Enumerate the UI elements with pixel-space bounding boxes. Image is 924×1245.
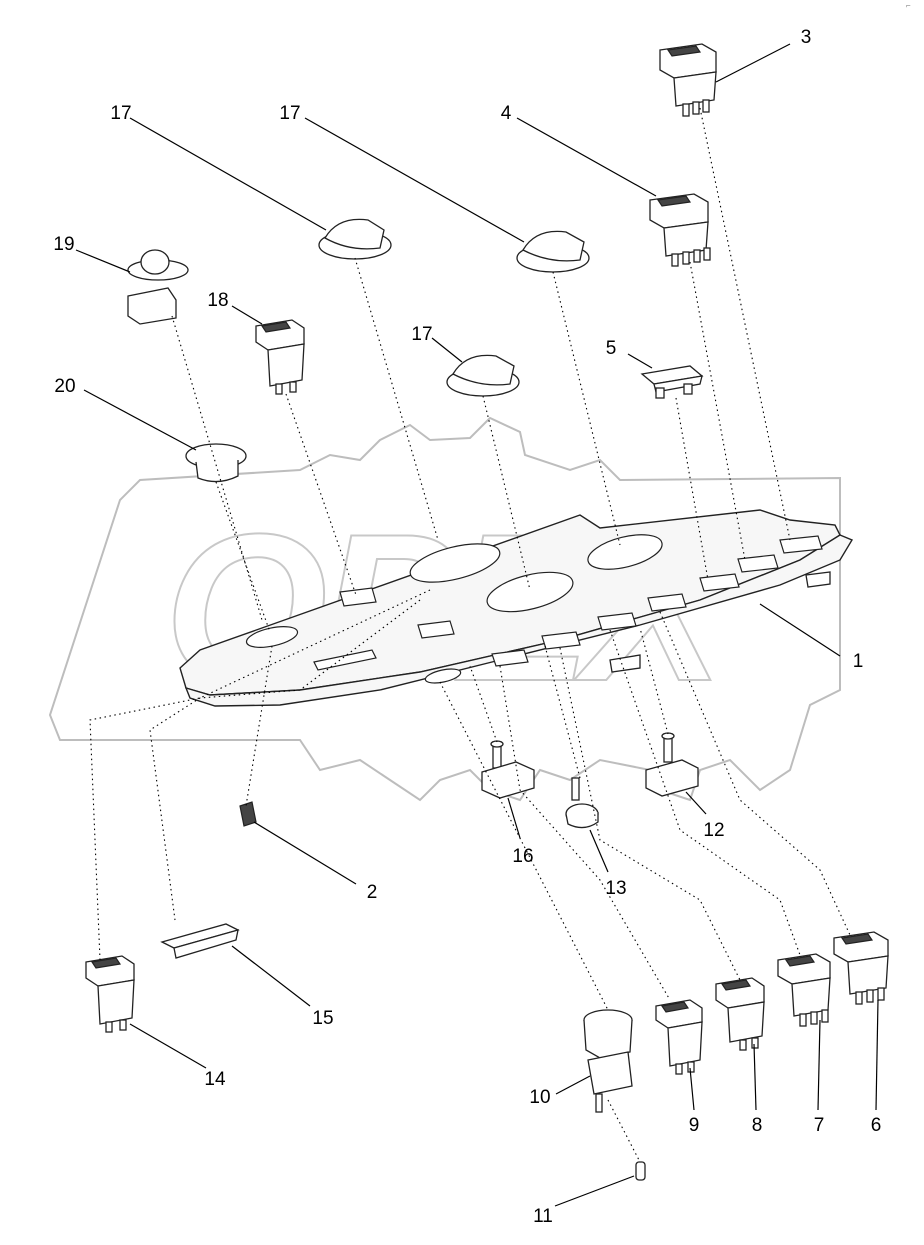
callout-1: 1: [853, 651, 864, 672]
callout-7: 7: [814, 1115, 825, 1136]
rotary-switch-part-12: [645, 732, 699, 797]
rocker-switch-part-6: [833, 931, 889, 1005]
callout-18: 18: [207, 290, 228, 311]
rocker-switch-part-7: [777, 953, 831, 1027]
callout-11: 11: [533, 1206, 553, 1227]
rocker-switch-part-9: [655, 999, 703, 1075]
rocker-switch-part-3: [659, 43, 717, 117]
rocker-switch-part-14: [85, 955, 135, 1033]
potentiometer-part-13: [565, 777, 599, 829]
corner-mark: ⌐: [906, 1, 911, 10]
callout-2: 2: [367, 882, 378, 903]
rotary-switch-part-16: [481, 740, 535, 799]
callout-17-left: 17: [110, 103, 131, 124]
callout-labels: 1 2 3 4 5 6 7 8 9 10 11 12 13 14 15 16 1…: [53, 27, 881, 1227]
callout-17-middle: 17: [279, 103, 300, 124]
assembly-dotted-lines: [89, 107, 851, 1163]
callout-4: 4: [501, 103, 512, 124]
callout-12: 12: [703, 820, 724, 841]
knob-part-17c: [446, 354, 520, 397]
callout-10: 10: [529, 1087, 550, 1108]
callout-17-lower: 17: [411, 324, 432, 345]
blank-plug-part-5: [640, 365, 704, 399]
callout-3: 3: [801, 27, 812, 48]
callout-13: 13: [605, 878, 626, 899]
leader-lines: [75, 43, 879, 1207]
callout-16: 16: [512, 846, 533, 867]
callout-15: 15: [312, 1008, 333, 1029]
callout-6: 6: [871, 1115, 882, 1136]
knob-part-17b: [516, 230, 590, 273]
knob-part-17a: [318, 218, 392, 260]
rocker-switch-part-8: [715, 977, 765, 1051]
rocker-switch-part-4: [649, 193, 711, 267]
round-cap-part-20: [185, 443, 247, 483]
callout-5: 5: [606, 338, 617, 359]
rocker-switch-part-18: [255, 319, 305, 395]
callout-9: 9: [689, 1115, 700, 1136]
callout-20: 20: [54, 376, 75, 397]
callout-8: 8: [752, 1115, 763, 1136]
clip-part-2: [239, 801, 257, 827]
bar-cover-part-15: [160, 923, 240, 959]
bulb-part-11: [635, 1161, 646, 1181]
callout-19: 19: [53, 234, 74, 255]
callout-14: 14: [204, 1069, 226, 1090]
dash-panel: [179, 509, 854, 707]
push-button-part-19: [127, 249, 189, 325]
ignition-lock-part-10: [583, 1009, 633, 1113]
